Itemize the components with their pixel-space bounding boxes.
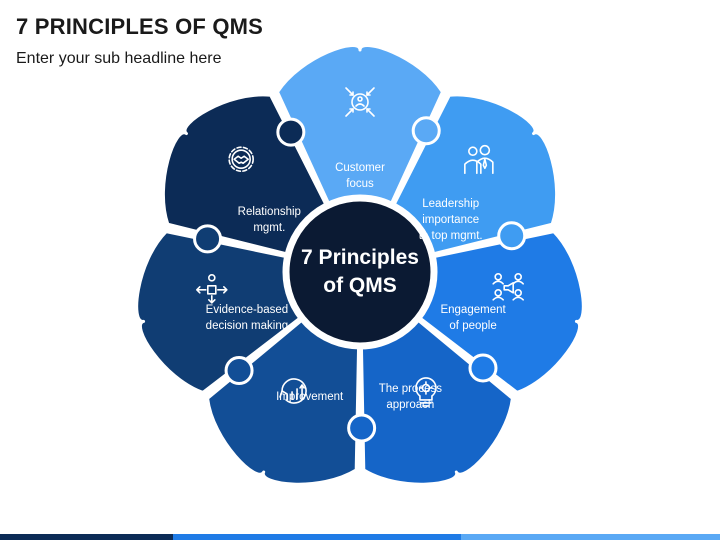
center-title-line-1: 7 Principles: [301, 246, 419, 269]
principle-label-line: importance: [422, 213, 480, 226]
leadership-team-icon: [464, 144, 494, 175]
handshake-gear-icon: [228, 146, 254, 173]
puzzle-knob-7: [276, 117, 306, 147]
growth-chart-icon: [279, 378, 307, 404]
puzzle-knob-3: [468, 353, 498, 383]
principle-label-7: Relationship mgmt.: [209, 204, 329, 236]
principle-label-line: Evidence-based: [205, 303, 289, 316]
center-title-line-2: of QMS: [323, 274, 397, 297]
principle-label-line: focus: [346, 178, 374, 190]
lightbulb-gear-icon: [415, 377, 437, 407]
principle-label-line: Engagement: [440, 303, 506, 316]
puzzle-knob-4: [347, 413, 377, 443]
principle-label-line: of people: [449, 319, 497, 332]
principle-label-line: decision making: [205, 319, 289, 332]
principle-label-line: The process: [378, 382, 442, 395]
principle-label-3: Engagement of people: [413, 302, 533, 334]
people-engagement-icon: [492, 273, 524, 301]
decision-arrows-icon: [196, 274, 228, 304]
center-hub: [282, 194, 438, 350]
principle-label-line: approach: [386, 398, 435, 411]
principle-label-line: Leadership: [422, 197, 480, 210]
principle-label-1: Customer focus: [300, 160, 420, 192]
principle-label-6: Evidence-based decision making: [187, 302, 307, 334]
principle-label-2: Leadership importance to top mgmt.: [391, 196, 511, 244]
bottom-bar-segment: [460, 534, 720, 540]
puzzle-knob-2: [497, 221, 527, 251]
bottom-bar-segment: [0, 534, 173, 540]
puzzle-knob-5: [224, 356, 254, 386]
principle-label-line: Customer: [335, 162, 385, 174]
bottom-accent-bar: [0, 534, 720, 540]
page-subtitle: Enter your sub headline here: [16, 50, 222, 67]
page-title: 7 PRINCIPLES OF QMS: [16, 14, 264, 39]
bottom-bar-segment: [172, 534, 461, 540]
principle-label-line: Relationship: [237, 205, 301, 218]
principle-label-line: mgmt.: [253, 221, 286, 234]
principle-label-line: to top mgmt.: [418, 229, 483, 242]
principle-label-4: The process approach: [350, 381, 470, 413]
principle-label-line: Improvement: [276, 390, 344, 403]
customer-focus-icon: [345, 87, 375, 117]
puzzle-knob-6: [193, 224, 223, 254]
principle-label-5: Improvement: [250, 389, 370, 405]
center-title: 7 Principles of QMS: [290, 244, 430, 300]
puzzle-knob-1: [411, 116, 441, 146]
